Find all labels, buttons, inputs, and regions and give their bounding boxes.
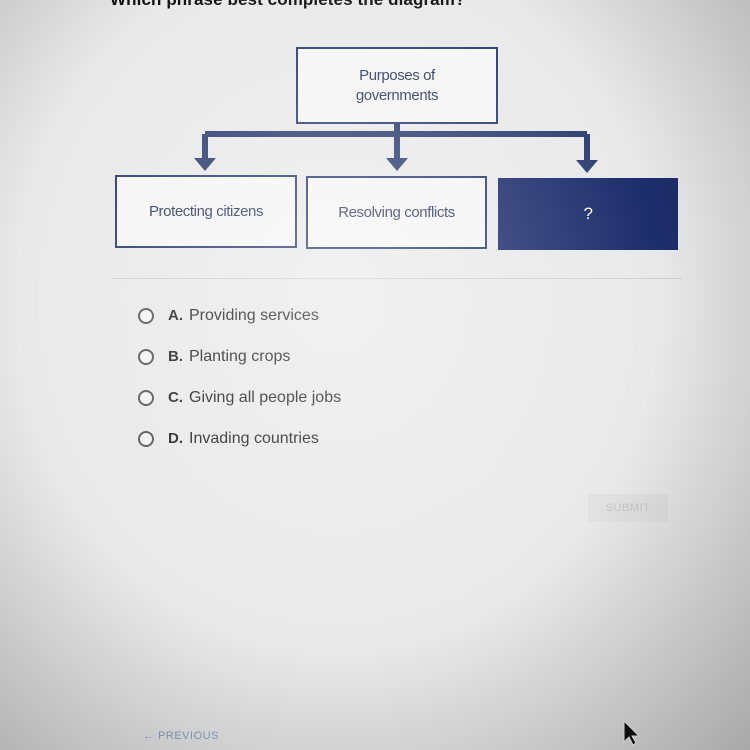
mouse-pointer-icon <box>623 720 641 746</box>
option-c[interactable]: C. Giving all people jobs <box>138 384 341 411</box>
option-a[interactable]: A. Providing services <box>138 302 341 329</box>
answer-options: A. Providing services B. Planting crops … <box>138 302 341 466</box>
radio-d[interactable] <box>138 430 154 447</box>
divider <box>112 278 682 279</box>
arrowhead-middle <box>386 158 408 171</box>
option-b[interactable]: B. Planting crops <box>138 343 341 370</box>
left-arrow-icon: ← <box>143 730 155 742</box>
top-box-line-2: governments <box>355 86 439 104</box>
submit-button[interactable]: SUBMIT <box>588 494 668 522</box>
option-d[interactable]: D. Invading countries <box>138 425 341 452</box>
previous-link[interactable]: ← PREVIOUS <box>143 730 219 742</box>
option-c-text: Giving all people jobs <box>189 388 342 406</box>
top-box-line-1: Purposes of <box>359 66 435 84</box>
diagram-top-box: Purposes of governments <box>296 47 498 124</box>
diagram-box-unknown: ? <box>498 178 678 250</box>
diagram-connectors <box>194 124 598 173</box>
option-b-letter: B. <box>168 348 183 365</box>
radio-a[interactable] <box>138 307 154 324</box>
option-b-text: Planting crops <box>189 347 291 365</box>
diagram-box-resolving-conflicts: Resolving conflicts <box>306 176 487 249</box>
option-a-text: Providing services <box>189 306 319 324</box>
arrowhead-left <box>194 158 216 171</box>
previous-label: PREVIOUS <box>158 730 219 742</box>
option-c-letter: C. <box>168 389 183 406</box>
radio-c[interactable] <box>138 389 154 406</box>
radio-b[interactable] <box>138 348 154 365</box>
option-d-letter: D. <box>168 430 183 447</box>
diagram-box-protecting-citizens: Protecting citizens <box>115 175 297 248</box>
option-d-text: Invading countries <box>189 429 319 447</box>
arrowhead-right <box>576 160 598 173</box>
option-a-letter: A. <box>168 307 183 324</box>
question-text: Which phrase best completes the diagram? <box>110 0 465 10</box>
